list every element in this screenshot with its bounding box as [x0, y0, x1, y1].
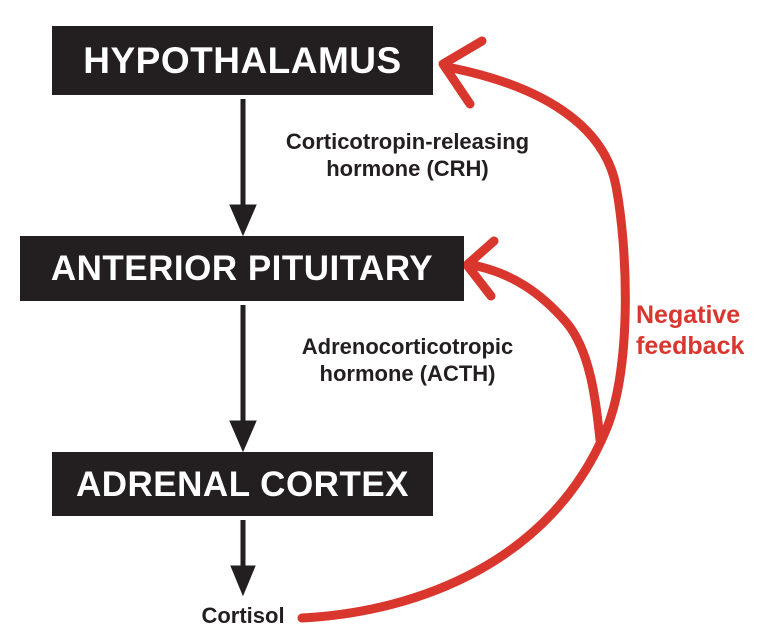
arrow-pituitary-to-adrenal: [229, 305, 257, 453]
node-anterior-pituitary[interactable]: ANTERIOR PITUITARY: [20, 236, 464, 301]
node-adrenal-cortex[interactable]: ADRENAL CORTEX: [52, 452, 433, 516]
hormone-label-crh: Corticotropin-releasing hormone (CRH): [285, 129, 530, 182]
arrow-adrenal-to-cortisol: [230, 520, 256, 597]
hormone-label-acth: Adrenocorticotropic hormone (ACTH): [301, 334, 514, 387]
feedback-arrowhead-pituitary: [462, 236, 499, 301]
node-anterior-pituitary-label: ANTERIOR PITUITARY: [50, 249, 434, 288]
node-hypothalamus[interactable]: HYPOTHALAMUS: [52, 26, 433, 95]
node-adrenal-cortex-label: ADRENAL CORTEX: [75, 464, 410, 504]
hormone-label-cortisol: Cortisol: [201, 603, 285, 628]
feedback-arrowhead-hypothalamus: [438, 36, 487, 109]
negative-feedback-label: Negative feedback: [636, 301, 745, 360]
node-hypothalamus-label: HYPOTHALAMUS: [83, 40, 402, 81]
arrow-hypothalamus-to-pituitary: [229, 99, 257, 237]
